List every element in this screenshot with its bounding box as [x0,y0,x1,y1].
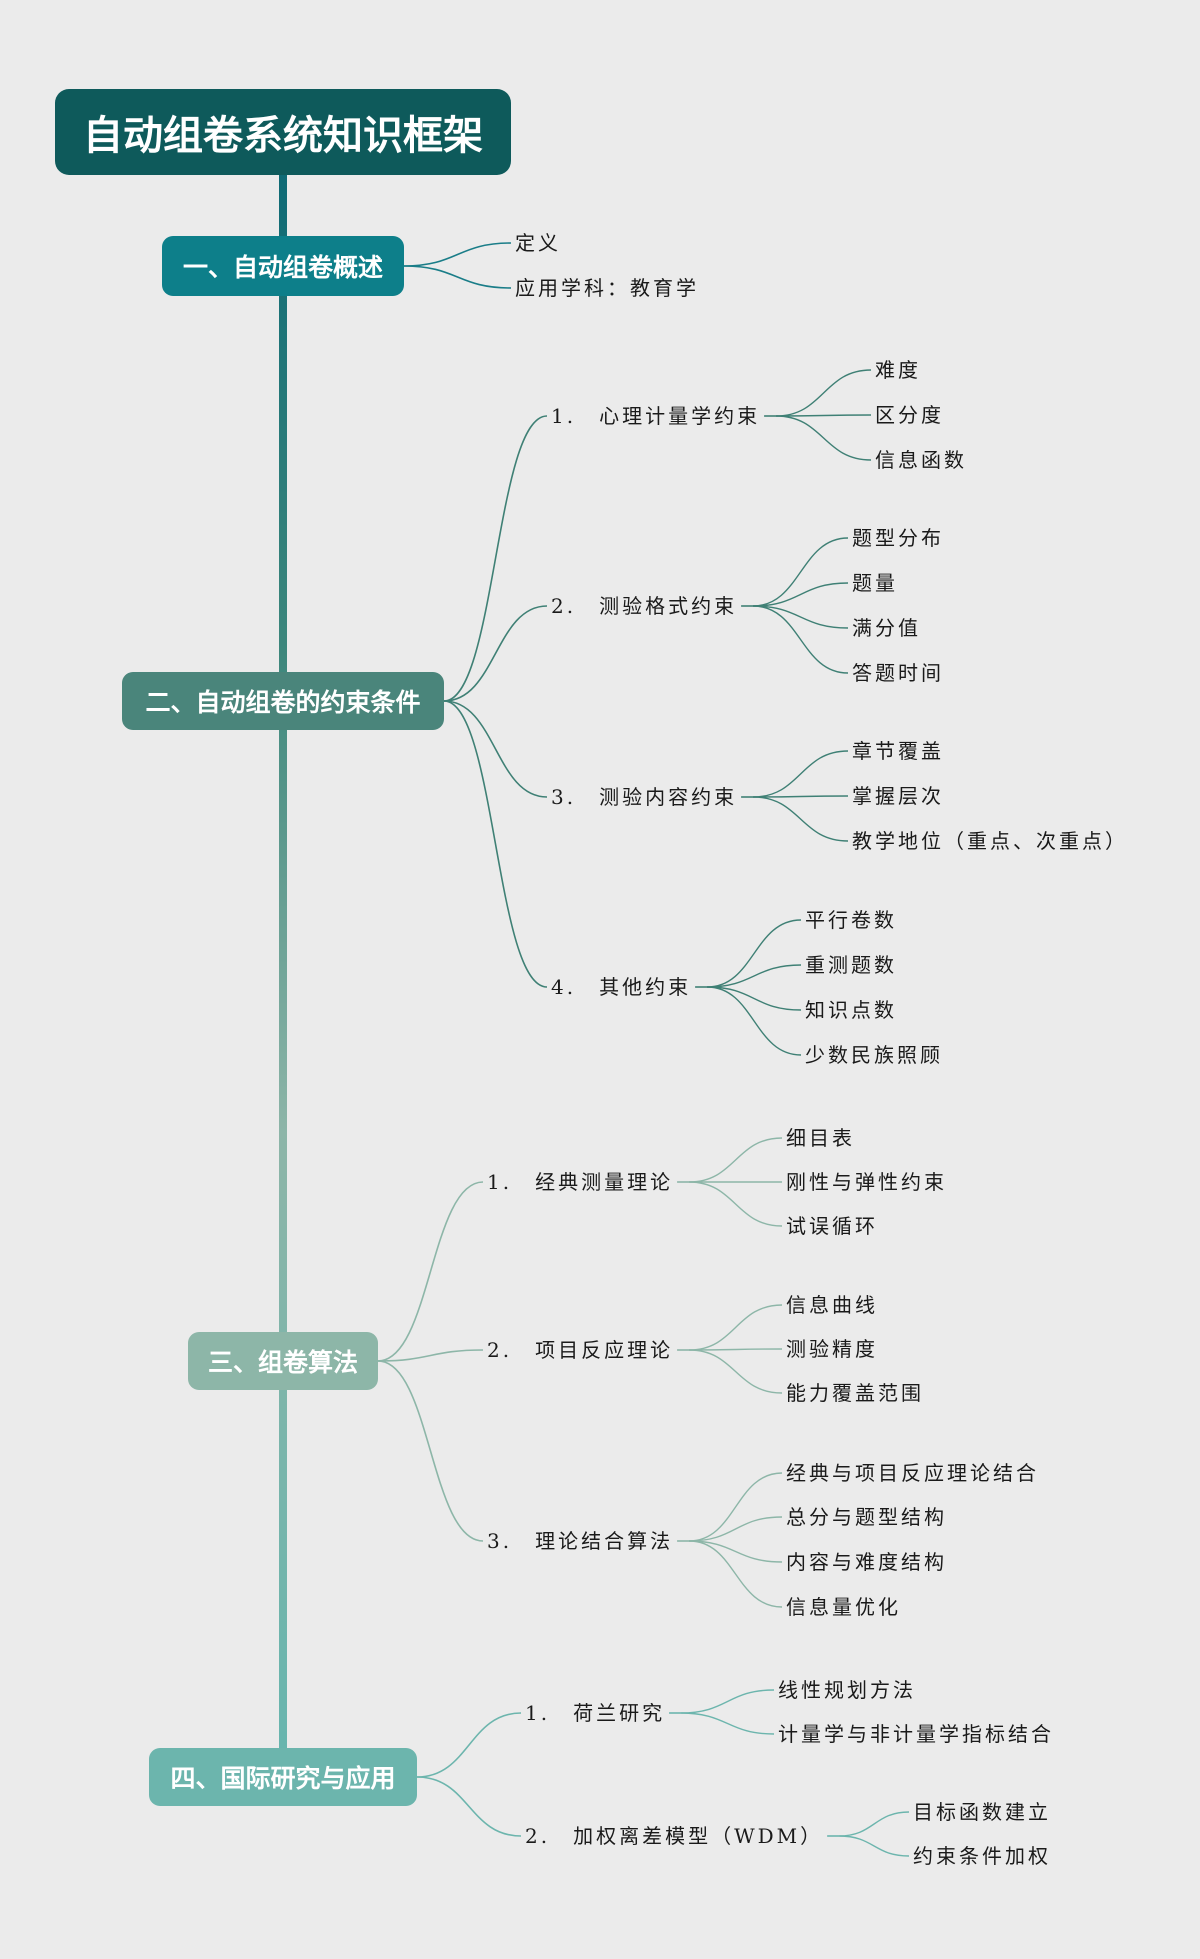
section-2-box: 二、自动组卷的约束条件 [122,672,444,730]
leaf-2-2-1: 题型分布 [852,526,944,550]
leaf-2-2-1-line [753,537,849,607]
subtopic-3-3: 3. 理论结合算法 [487,1529,674,1553]
subtopic-3-1: 1. 经典测量理论 [487,1170,674,1194]
leaf-4-1-2: 计量学与非计量学指标结合 [778,1722,1054,1746]
leaf-4-2-2: 约束条件加权 [913,1844,1051,1868]
leaf-4-2-1-line [839,1811,910,1837]
subtopic-2-2: 2. 测验格式约束 [551,594,738,618]
leaf-3-3-1-line [689,1472,783,1542]
leaf-2-2-4: 答题时间 [852,661,944,685]
leaf-3-3-4-line [689,1540,783,1608]
leaf-2-4-3: 知识点数 [805,998,897,1022]
section-2-branch-3 [443,700,548,798]
leaf-4-1-1-line [681,1689,775,1714]
leaf-2-2-3: 满分值 [852,616,921,640]
section-1-branch-2 [403,265,512,289]
leaf-4-1-2-line [681,1712,775,1735]
section-4-branch-2 [416,1776,522,1837]
leaf-3-1-1-line [689,1137,783,1183]
leaf-3-3-1: 经典与项目反应理论结合 [786,1461,1039,1485]
leaf-2-3-1-line [753,750,849,798]
leaf-4-2-1: 目标函数建立 [913,1800,1051,1824]
section-2-branch-2 [443,605,548,702]
leaf-2-4-1-line [707,919,802,988]
leaf-4-1-1: 线性规划方法 [778,1678,916,1702]
leaf-2-4-1: 平行卷数 [805,908,897,932]
map-title: 自动组卷系统知识框架 [55,89,511,175]
leaf-4-2-2-line [839,1835,910,1857]
leaf-2-3-1: 章节覆盖 [852,739,944,763]
leaf-2-1-2: 区分度 [875,403,944,427]
leaf-2-3-3: 教学地位（重点、次重点） [852,829,1128,853]
subtopic-4-2: 2. 加权离差模型（WDM） [525,1824,824,1848]
leaf-3-3-3-line [689,1540,783,1563]
leaf-2-1-1-line [776,369,872,417]
section-3-box: 三、组卷算法 [188,1332,378,1390]
leaf-2-3-3-line [753,796,849,842]
subtopic-2-4: 4. 其他约束 [551,975,692,999]
leaf-2-1-3: 信息函数 [875,448,967,472]
leaf-3-3-2: 总分与题型结构 [786,1505,947,1529]
leaf-3-2-2: 测验精度 [786,1337,878,1361]
leaf-2-4-2-line [707,964,802,988]
subtopic-3-2: 2. 项目反应理论 [487,1338,674,1362]
section-4-box: 四、国际研究与应用 [149,1748,417,1806]
leaf-2-2-2: 题量 [852,571,898,595]
main-spine [279,170,287,1775]
subtopic-4-1: 1. 荷兰研究 [525,1701,666,1725]
leaf-3-3-3: 内容与难度结构 [786,1550,947,1574]
section-3-branch-3 [377,1360,484,1542]
section-2-branch-4 [443,700,548,988]
leaf-3-3-4: 信息量优化 [786,1595,901,1619]
leaf-3-1-3-line [689,1181,783,1227]
section-4-branch-1 [416,1712,522,1778]
section-3-branch-1 [377,1181,484,1362]
leaf-3-2-1-line [689,1304,783,1351]
subtopic-2-1: 1. 心理计量学约束 [551,404,761,428]
leaf-2-3-2: 掌握层次 [852,784,944,808]
section-3-branch-2 [377,1349,484,1362]
leaf-2-1-2-line [776,414,872,417]
leaf-2-1-3-line [776,415,872,461]
leaf-3-1-1: 细目表 [786,1126,855,1150]
leaf-2-2-2-line [753,582,849,607]
leaf-2-4-4-line [707,986,802,1056]
leaf-3-1-3: 试误循环 [786,1214,878,1238]
subtopic-2-3: 3. 测验内容约束 [551,785,738,809]
leaf-3-2-2-line [689,1348,783,1351]
topic-1-2: 应用学科：教育学 [515,276,699,300]
leaf-2-2-3-line [753,605,849,629]
topic-1-1: 定义 [515,231,561,255]
leaf-2-1-1: 难度 [875,358,921,382]
section-2-branch-1 [443,415,548,702]
section-1-branch-1 [403,242,512,267]
leaf-3-1-2: 刚性与弹性约束 [786,1170,947,1194]
section-1-box: 一、自动组卷概述 [162,236,404,296]
leaf-2-2-4-line [753,605,849,674]
leaf-3-3-2-line [689,1516,783,1542]
leaf-2-4-2: 重测题数 [805,953,897,977]
leaf-3-2-3-line [689,1349,783,1394]
leaf-2-4-3-line [707,986,802,1011]
leaf-3-2-3: 能力覆盖范围 [786,1381,924,1405]
leaf-2-3-2-line [753,795,849,798]
leaf-3-2-1: 信息曲线 [786,1293,878,1317]
leaf-2-4-4: 少数民族照顾 [805,1043,943,1067]
